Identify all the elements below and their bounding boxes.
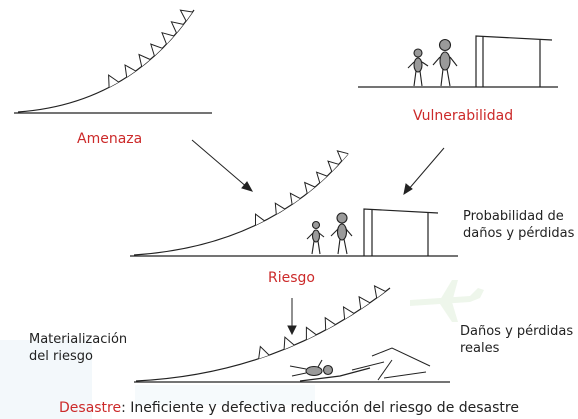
flag-pennant <box>358 295 371 310</box>
risk-flags <box>255 150 349 226</box>
risk-illustration <box>130 153 458 257</box>
diagram-caption: Desastre: Ineficiente y defectiva reducc… <box>0 400 578 416</box>
flag-pennant <box>303 181 316 194</box>
flag-pennant <box>150 43 163 57</box>
caption-text: : Ineficiente y defectiva reducción del … <box>121 400 519 416</box>
flag-pennant <box>161 31 175 45</box>
flag-pennant <box>170 21 184 34</box>
arrow-vulnerability-to-risk <box>403 147 445 196</box>
collapsed-shelter-debris <box>351 347 431 381</box>
flag-pennant <box>258 345 270 359</box>
hazard-slope <box>17 9 195 113</box>
caption-term: Desastre <box>59 400 122 416</box>
label-materialization: Materialización del riesgo <box>29 332 128 364</box>
flag-pennant <box>108 74 119 88</box>
flag-pennant <box>336 150 349 162</box>
vulnerability-illustration <box>358 35 558 88</box>
flag-pennant <box>124 64 136 78</box>
person-large-icon <box>432 38 458 87</box>
flag-pennant <box>324 316 336 331</box>
flag-pennant <box>179 9 193 22</box>
flag-pennant <box>283 336 295 350</box>
airplane-watermark-icon <box>410 280 484 322</box>
label-risk: Riesgo <box>268 270 315 286</box>
arrow-risk-to-disaster <box>287 298 297 336</box>
flag-pennant <box>138 53 151 67</box>
fallen-person-icon <box>289 359 334 377</box>
risk-person-large-icon <box>330 212 353 255</box>
risk-person-small-icon <box>306 220 325 255</box>
watermark-block-left <box>0 340 92 419</box>
flag-pennant <box>327 160 339 172</box>
disaster-flags <box>258 285 386 359</box>
label-probability: Probabilidad de daños y pérdidas <box>463 209 575 241</box>
disaster-slope <box>135 287 391 382</box>
flag-pennant <box>255 213 265 226</box>
arrow-hazard-to-risk <box>191 139 254 192</box>
flag-pennant <box>373 285 386 299</box>
disaster-illustration <box>134 287 450 383</box>
person-small-icon <box>407 48 429 87</box>
hazard-flags <box>108 9 193 88</box>
flag-pennant <box>274 202 286 215</box>
flag-pennant <box>305 326 317 340</box>
shelter-roof <box>475 35 553 87</box>
label-hazard: Amenaza <box>77 131 143 147</box>
watermark-block-center <box>135 385 315 405</box>
flag-pennant <box>342 306 355 320</box>
flag-pennant <box>315 171 328 184</box>
flag-pennant <box>289 192 301 205</box>
label-vulnerability: Vulnerabilidad <box>413 108 514 124</box>
label-real-damage: Daños y pérdidas reales <box>460 324 574 356</box>
